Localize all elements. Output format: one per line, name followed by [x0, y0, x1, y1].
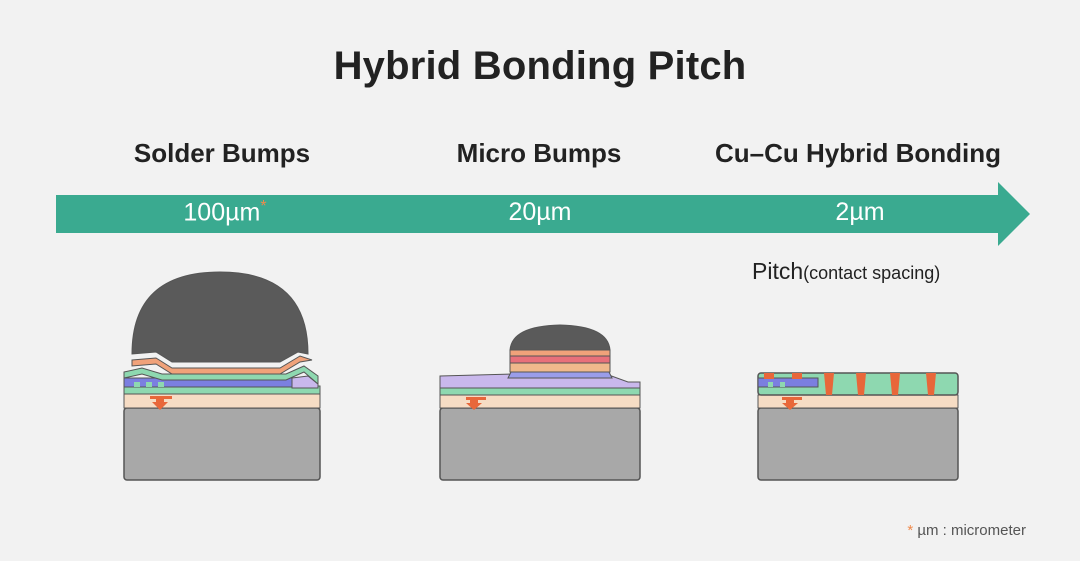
solder-ball [131, 271, 309, 363]
footnote-text: µm : micrometer [913, 522, 1026, 539]
solder-metal-gap-2 [146, 382, 152, 387]
hybrid-via-copper [782, 397, 802, 410]
pitch-label-main: Pitch [752, 258, 804, 284]
category-label-hybrid-bonding: Cu–Cu Hybrid Bonding [715, 138, 1001, 168]
hybrid-metal-gap-1 [768, 382, 773, 387]
micro-solder-cap [509, 324, 611, 351]
pitch-value-hybrid: 2µm [835, 198, 885, 226]
pitch-definition-label: Pitch(contact spacing) [752, 258, 940, 285]
pitch-value-micro: 20µm [508, 198, 572, 226]
hybrid-metal-layer [757, 377, 819, 388]
hybrid-bond-cross-section [757, 372, 959, 481]
micro-bump-cross-section [439, 324, 641, 481]
solder-via-copper [150, 396, 172, 410]
solder-bump-cross-section [123, 271, 321, 481]
diagram-title: Hybrid Bonding Pitch [333, 44, 747, 88]
micro-via-copper [466, 397, 486, 410]
category-label-micro-bumps: Micro Bumps [456, 138, 622, 168]
pitch-value-solder-text: 100µm [183, 198, 261, 227]
solder-substrate [123, 407, 321, 481]
pitch-value-solder: 100µm* [140, 198, 310, 227]
solder-metal-gap-3 [158, 382, 164, 387]
solder-oxide-layer [123, 392, 321, 409]
micro-pillar-red [509, 355, 611, 364]
pitch-arrow [56, 182, 1030, 246]
unit-footnote: * µm : micrometer [860, 522, 1026, 539]
hybrid-cu-pad-1 [764, 373, 774, 379]
hybrid-cu-pillar-3 [890, 373, 900, 395]
hybrid-metal-gap-2 [780, 382, 785, 387]
solder-metal-gap-1 [134, 382, 140, 387]
footnote-star: * [907, 522, 914, 539]
category-label-solder-bumps: Solder Bumps [133, 138, 311, 168]
hybrid-cu-pillar-1 [824, 373, 834, 395]
micro-substrate [439, 407, 641, 481]
hybrid-cu-pad-2 [792, 373, 802, 379]
hybrid-cu-pillar-2 [856, 373, 866, 395]
hybrid-substrate [757, 407, 959, 481]
solder-ubm-orange [131, 355, 313, 375]
pitch-footnote-marker: * [260, 198, 267, 215]
solder-ubm-green [123, 365, 319, 386]
pitch-label-detail: (contact spacing) [803, 263, 941, 283]
hybrid-cu-pillar-4 [926, 373, 936, 395]
micro-pillar-top [509, 349, 611, 357]
